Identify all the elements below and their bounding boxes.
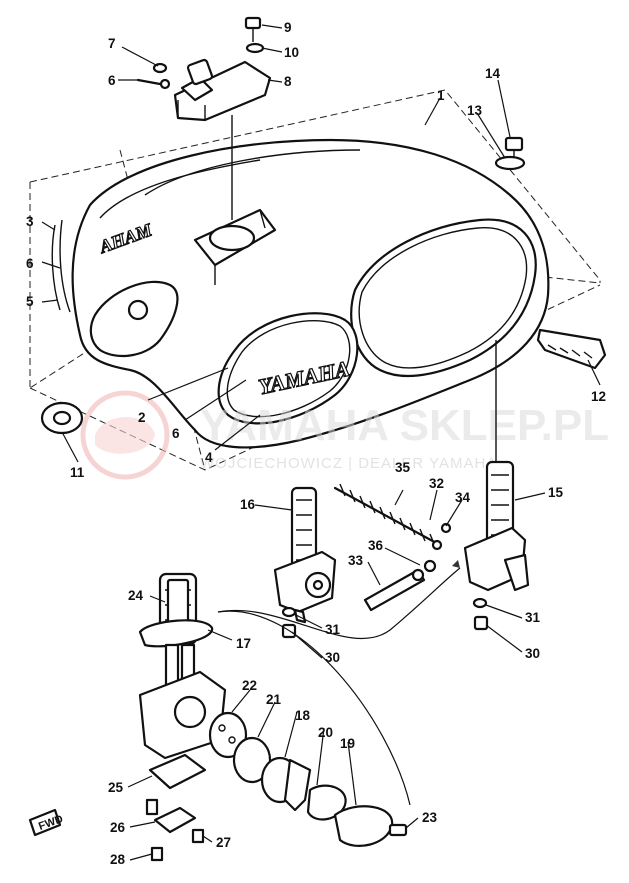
watermark: YAMAHA SKLEP.PL WOJCIECHOWICZ | DEALER Y… xyxy=(80,390,609,480)
callout-22: 21 xyxy=(266,692,282,707)
cock-internals xyxy=(208,711,408,847)
rear-bolt xyxy=(494,136,526,171)
callout-12: 11 xyxy=(70,465,85,480)
callout-26: 25 xyxy=(108,780,124,795)
watermark-sub: WOJCIECHOWICZ | DEALER YAMAHA xyxy=(200,455,497,472)
callout-18: 17 xyxy=(236,636,251,651)
callout-6-center: 6 xyxy=(172,426,180,441)
callout-21: 20 xyxy=(318,725,333,740)
callout-17: 16 xyxy=(240,497,256,512)
callout-3: 3 xyxy=(26,214,34,229)
callout-1: 1 xyxy=(437,88,445,103)
callout-33: 33 xyxy=(348,553,364,568)
cap-bolt xyxy=(244,16,265,54)
callout-6-left: 6 xyxy=(26,256,34,271)
callout-labels: 9 10 8 7 6 1 14 13 12 3 6 5 2 6 4 11 16 … xyxy=(26,20,606,867)
callout-29: 28 xyxy=(110,852,126,867)
callout-34: 34 xyxy=(455,490,471,505)
callout-11: 10 xyxy=(284,45,299,60)
cock-screws xyxy=(281,597,489,639)
callout-28: 27 xyxy=(216,835,231,850)
callout-36: 36 xyxy=(368,538,384,553)
leader-lines xyxy=(41,24,601,861)
callout-15: 14 xyxy=(485,66,501,81)
callout-20: 19 xyxy=(340,736,355,751)
callout-31-right: 31 xyxy=(525,610,541,625)
callout-8: 7 xyxy=(108,36,116,51)
fuel-pipe xyxy=(333,483,442,547)
callout-19: 18 xyxy=(295,708,311,723)
callout-30-right: 30 xyxy=(525,646,540,661)
callout-31-left: 31 xyxy=(325,622,341,637)
fwd-arrow: FWD xyxy=(28,808,65,837)
fuel-cap xyxy=(173,58,272,220)
watermark-main: YAMAHA SKLEP.PL xyxy=(200,401,609,450)
callout-5: 5 xyxy=(26,294,34,309)
callout-24: 23 xyxy=(422,810,438,825)
rear-bracket xyxy=(536,328,607,370)
callout-25: 24 xyxy=(128,588,144,603)
fuel-cock-left xyxy=(273,486,337,624)
fuel-pipe-short xyxy=(363,568,426,612)
assembly-arrow xyxy=(217,560,461,806)
hose-clips xyxy=(423,522,452,573)
rubber-cap xyxy=(40,401,84,435)
fuel-cock-exploded xyxy=(138,572,227,862)
callout-32: 32 xyxy=(429,476,444,491)
callout-23: 22 xyxy=(242,678,257,693)
callout-13: 12 xyxy=(591,389,606,404)
callout-35: 35 xyxy=(395,460,411,475)
callout-14: 13 xyxy=(467,103,483,118)
hinge-pin xyxy=(136,62,171,90)
fuel-tank: YAMAHA AHAM xyxy=(51,138,550,449)
callout-16: 15 xyxy=(548,485,564,500)
callout-10: 9 xyxy=(284,20,292,35)
callout-7: 6 xyxy=(108,73,116,88)
callout-4: 4 xyxy=(205,450,213,465)
knee-pad-right xyxy=(350,218,537,378)
callout-27: 26 xyxy=(110,820,126,835)
callout-30-left: 30 xyxy=(325,650,340,665)
fuel-cock-right xyxy=(463,340,530,592)
callout-9: 8 xyxy=(284,74,292,89)
callout-2: 2 xyxy=(138,410,146,425)
